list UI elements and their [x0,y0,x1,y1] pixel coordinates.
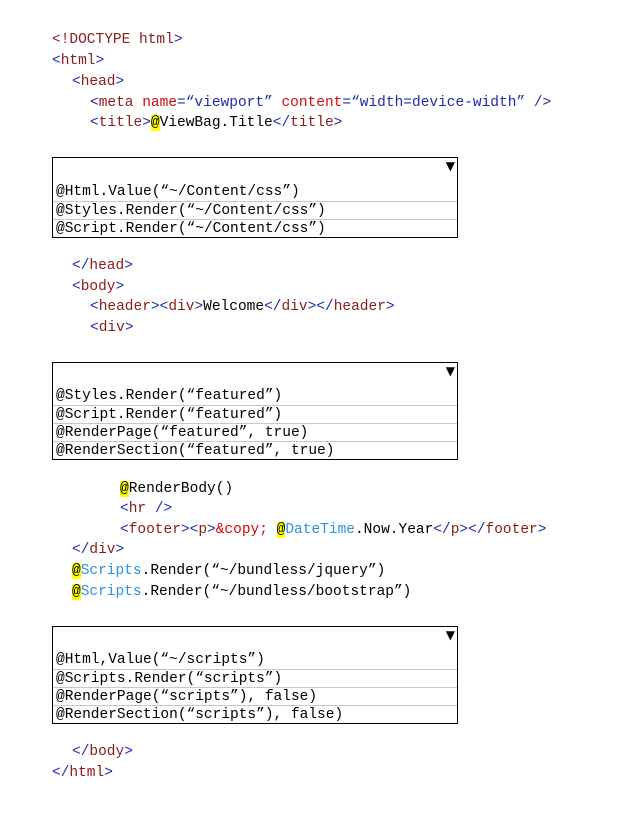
code-line-render-body: @RenderBody() [120,481,234,497]
dropdown-option[interactable]: @Script.Render(“featured”) [53,405,457,423]
razor-at-highlight: @ [150,115,160,131]
doctype-open: <!DOCTYPE html> [52,32,183,48]
code-line-hr: <hr /> [120,501,173,517]
dropdown-option[interactable]: @RenderPage(“scripts”), false) [53,687,457,705]
chevron-down-icon[interactable]: ▼ [445,364,455,378]
code-line-html-open: <html> [52,53,105,69]
dropdown-option[interactable]: @Html.Value(“~/Content/css”) [56,184,300,200]
dropdown-option[interactable]: @Html,Value(“~/scripts”) [56,652,265,668]
code-line-scripts-jquery: @Scripts.Render(“~/bundless/jquery”) [72,563,386,579]
chevron-down-icon[interactable]: ▼ [445,628,455,642]
razor-at-highlight: @ [120,481,129,497]
code-line-html-close: </html> [52,765,113,781]
dropdown-option[interactable]: @RenderSection(“scripts”), false) [53,705,457,723]
code-line-head-open: <head> [72,74,125,90]
scripts-render-dropdown[interactable]: ▼ @Html,Value(“~/scripts”) @Scripts.Rend… [52,626,458,724]
razor-at-highlight: @ [276,522,286,538]
dropdown-option[interactable]: @RenderSection(“featured”, true) [53,441,457,459]
featured-render-dropdown[interactable]: ▼ @Styles.Render(“featured”) @Script.Ren… [52,362,458,460]
code-line-header: <header><div>Welcome</div></header> [90,299,395,315]
code-line-body-close: </body> [72,744,133,760]
dropdown-option[interactable]: @RenderPage(“featured”, true) [53,423,457,441]
code-line-body-open: <body> [72,279,125,295]
code-line-title: <title>@ViewBag.Title</title> [90,115,343,131]
razor-at-highlight: @ [72,563,81,579]
chevron-down-icon[interactable]: ▼ [445,159,455,173]
dropdown-option[interactable]: @Styles.Render(“~/Content/css”) [53,201,457,219]
dropdown-option[interactable]: @Styles.Render(“featured”) [56,388,283,404]
code-line-doctype: <!DOCTYPE html> [52,31,183,49]
dropdown-options: @Html,Value(“~/scripts”) @Scripts.Render… [53,651,457,723]
css-render-dropdown[interactable]: ▼ @Html.Value(“~/Content/css”) @Styles.R… [52,157,458,238]
code-line-scripts-bootstrap: @Scripts.Render(“~/bundless/bootstrap”) [72,584,412,600]
code-line-div-close: </div> [72,542,125,558]
code-line-meta: <meta name=“viewport” content=“width=dev… [90,95,552,111]
dropdown-option[interactable]: @Scripts.Render(“scripts”) [53,669,457,687]
code-line-div-open: <div> [90,320,134,336]
code-line-footer: <footer><p>&copy; @DateTime.Now.Year</p>… [120,522,547,538]
dropdown-options: @Html.Value(“~/Content/css”) @Styles.Ren… [53,183,457,237]
dropdown-options: @Styles.Render(“featured”) @Script.Rende… [53,387,457,459]
code-line-head-close: </head> [72,258,133,274]
dropdown-option[interactable]: @Script.Render(“~/Content/css”) [53,219,457,237]
razor-at-highlight: @ [72,584,81,600]
